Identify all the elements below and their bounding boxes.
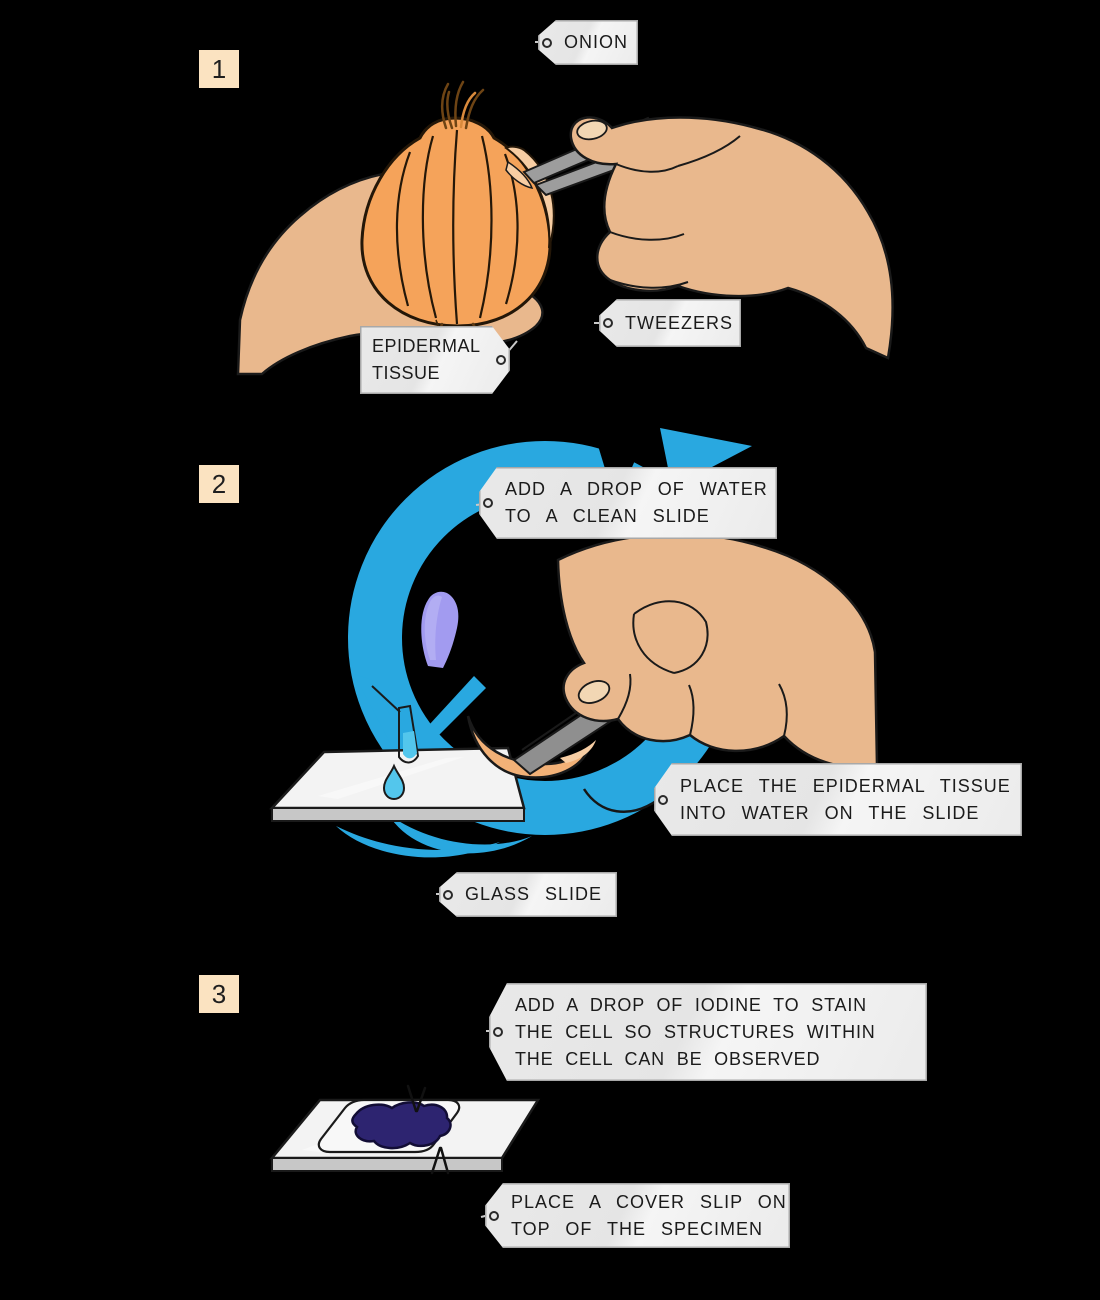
iodine-stain <box>351 1101 452 1150</box>
tag-cover-slip: PLACE A COVER SLIP ON TOP OF THE SPECIME… <box>485 1183 790 1248</box>
tag-label: ADD A DROP OF WATER <box>505 479 768 499</box>
cycle-arrow-point <box>407 676 486 756</box>
tag-label: PLACE THE EPIDERMAL TISSUE <box>680 775 1011 796</box>
tag-hole <box>483 498 493 508</box>
tag-label: EPIDERMAL <box>372 336 481 356</box>
tag-label: ADD A DROP OF IODINE TO STAIN <box>515 994 867 1015</box>
tag-label: TO A CLEAN SLIDE <box>505 506 710 526</box>
peel-strip <box>505 160 534 190</box>
tag-label: GLASS SLIDE <box>465 884 603 904</box>
dropper-tip <box>398 704 420 764</box>
tag-hole <box>603 318 613 328</box>
tag-hole <box>443 889 453 900</box>
tag-label: PLACE A COVER SLIP ON <box>511 1191 787 1212</box>
tag-onion: ONION <box>538 20 638 65</box>
step3-illustration <box>269 1030 541 1218</box>
step-badge-3: 3 <box>199 975 239 1013</box>
tag-glass-slide: GLASS SLIDE <box>439 872 617 917</box>
tag-epidermal-tissue: EPIDERMAL TISSUE <box>360 326 510 394</box>
tag-label: THE CELL SO STRUCTURES WITHIN <box>515 1021 876 1042</box>
tag-hole <box>496 355 506 365</box>
onion-sprout <box>440 80 485 130</box>
thumb-nail <box>577 680 611 704</box>
tag-add-water: ADD A DROP OF WATER TO A CLEAN SLIDE <box>479 467 777 539</box>
tag-label: THE CELL CAN BE OBSERVED <box>515 1048 821 1069</box>
thumb-nail <box>576 119 608 141</box>
step-badge-2: 2 <box>199 465 239 503</box>
arrow-chevron-bottom <box>430 1146 450 1175</box>
tag-label: TWEEZERS <box>625 312 734 333</box>
tag-label: TISSUE <box>372 363 441 383</box>
step1-illustration <box>236 41 894 376</box>
tag-tweezers: TWEEZERS <box>599 299 741 347</box>
tag-place-tissue: PLACE THE EPIDERMAL TISSUE INTO WATER ON… <box>654 763 1022 836</box>
tag-hole <box>658 794 668 805</box>
tag-label: INTO WATER ON THE SLIDE <box>680 802 980 823</box>
cycle-arrow-tail <box>388 814 532 854</box>
tag-hole <box>493 1027 503 1037</box>
tag-label: TOP OF THE SPECIMEN <box>511 1218 764 1239</box>
hand-with-tweezers <box>556 532 879 769</box>
tag-hole <box>542 37 552 48</box>
step-badge-1: 1 <box>199 50 239 88</box>
water-drop <box>382 763 406 801</box>
tag-label: ONION <box>564 32 629 52</box>
arrow-chevron-top <box>406 1084 427 1113</box>
tag-add-iodine: ADD A DROP OF IODINE TO STAIN THE CELL S… <box>489 983 927 1081</box>
tag-hole <box>489 1210 499 1221</box>
cycle-arrow-point <box>354 674 410 758</box>
